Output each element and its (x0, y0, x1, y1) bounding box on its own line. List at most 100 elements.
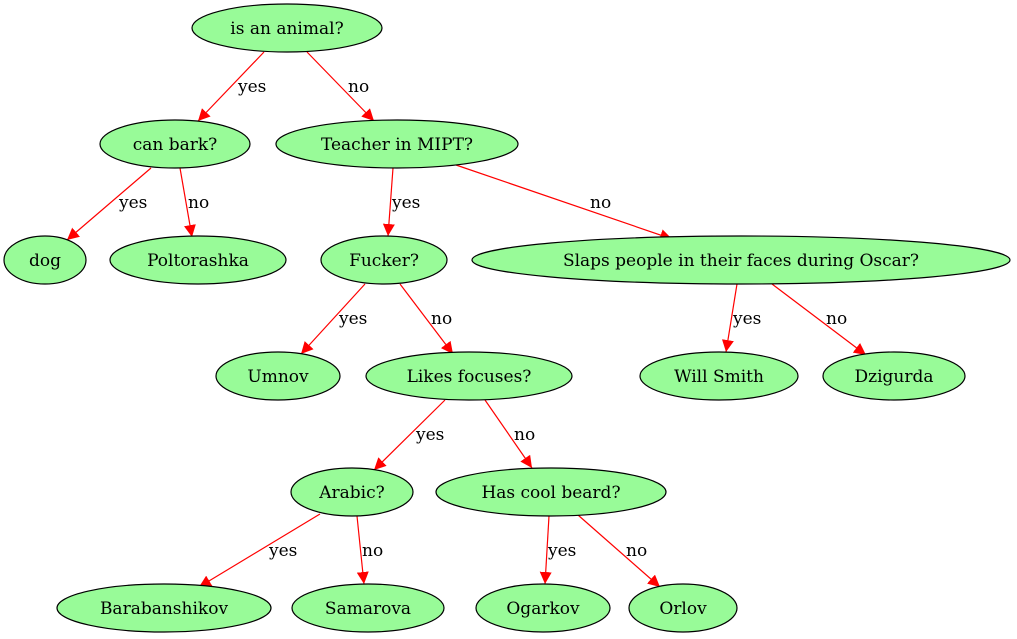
node-willsmith: Will Smith (639, 351, 799, 401)
edge-label: yes (415, 425, 444, 445)
edge-label: no (590, 193, 611, 213)
edge-fucker-to-focuses: no (399, 283, 454, 355)
node-label: Umnov (247, 367, 309, 387)
node-ellipse (320, 235, 448, 285)
node-focuses: Likes focuses? (365, 351, 573, 401)
node-label: is an animal? (230, 19, 343, 39)
edge-label: no (514, 425, 535, 445)
edge-arrow (721, 283, 738, 353)
edge-arrow (356, 515, 369, 585)
node-label: Slaps people in their faces during Oscar… (563, 251, 919, 271)
node-ellipse (475, 583, 611, 633)
edge-animal-to-mipt: no (306, 51, 375, 122)
edge-animal-to-bark: yes (197, 51, 266, 122)
edge-beard-to-ogarkov: yes (539, 515, 576, 585)
node-fucker: Fucker? (320, 235, 448, 285)
edge-label: yes (547, 541, 576, 561)
edge-arrow (197, 51, 265, 122)
node-ellipse (290, 467, 414, 517)
edge-label: no (188, 193, 209, 213)
edge-label: no (348, 77, 369, 97)
edge-label: no (362, 541, 383, 561)
edge-label: yes (118, 193, 147, 213)
node-label: Samarova (325, 599, 411, 619)
node-ellipse (639, 351, 799, 401)
node-ellipse (275, 119, 519, 169)
edge-label: no (826, 309, 847, 329)
edge-mipt-to-fucker: yes (382, 167, 420, 237)
node-slaps: Slaps people in their faces during Oscar… (471, 235, 1011, 285)
node-label: Has cool beard? (481, 483, 620, 503)
node-label: Barabanshikov (100, 599, 229, 619)
node-ellipse (191, 3, 383, 53)
edge-arrow (382, 167, 395, 237)
node-label: dog (29, 251, 61, 271)
edge-label: no (431, 309, 452, 329)
node-poltorashka: Poltorashka (109, 235, 287, 285)
edge-arrow (771, 283, 867, 356)
node-umnov: Umnov (215, 351, 341, 401)
node-ellipse (471, 235, 1011, 285)
node-dzigurda: Dzigurda (822, 351, 966, 401)
node-ellipse (365, 351, 573, 401)
edge-focuses-to-beard: no (484, 399, 535, 469)
edge-mipt-to-slaps: no (455, 164, 673, 241)
node-samarova: Samarova (291, 583, 445, 633)
edge-bark-to-poltorashka: no (179, 167, 209, 238)
node-label: Orlov (659, 599, 707, 619)
node-arabic: Arabic? (290, 467, 414, 517)
edge-arrow (373, 399, 446, 471)
edge-arrow (577, 514, 661, 588)
edge-arrow (484, 399, 533, 469)
node-beard: Has cool beard? (435, 467, 667, 517)
edge-arrow (66, 167, 152, 241)
node-label: Fucker? (349, 251, 419, 271)
edge-arabic-to-samarova: no (356, 515, 383, 585)
node-ellipse (3, 235, 87, 285)
edge-label: no (626, 541, 647, 561)
node-ellipse (215, 351, 341, 401)
node-bark: can bark? (99, 119, 251, 169)
node-label: Arabic? (318, 483, 385, 503)
edge-label: yes (237, 77, 266, 97)
edge-arrow (300, 283, 366, 355)
node-barabanshikov: Barabanshikov (56, 583, 272, 633)
node-orlov: Orlov (628, 583, 738, 633)
node-label: Poltorashka (147, 251, 249, 271)
edge-arrow (455, 164, 673, 241)
edge-slaps-to-willsmith: yes (721, 283, 761, 353)
node-ellipse (56, 583, 272, 633)
edge-fucker-to-umnov: yes (300, 283, 367, 355)
edge-slaps-to-dzigurda: no (771, 283, 867, 356)
node-ogarkov: Ogarkov (475, 583, 611, 633)
node-label: Likes focuses? (407, 367, 532, 387)
edge-arrow (198, 513, 321, 588)
node-label: Will Smith (674, 367, 764, 387)
node-label: Ogarkov (506, 599, 580, 619)
node-label: Dzigurda (855, 367, 934, 387)
node-ellipse (628, 583, 738, 633)
node-ellipse (291, 583, 445, 633)
nodes-layer: is an animal? can bark? Teacher in MIPT? do… (3, 3, 1011, 633)
edge-arrow (399, 283, 454, 355)
edge-label: yes (391, 193, 420, 213)
node-label: can bark? (133, 135, 218, 155)
edge-arabic-to-barabanshikov: yes (198, 513, 321, 588)
edge-arrow (179, 167, 196, 238)
edge-label: yes (268, 541, 297, 561)
edge-label: yes (338, 309, 367, 329)
node-ellipse (109, 235, 287, 285)
edge-bark-to-dog: yes (66, 167, 152, 241)
node-ellipse (99, 119, 251, 169)
node-ellipse (822, 351, 966, 401)
edge-focuses-to-arabic: yes (373, 399, 446, 471)
edges-layer: yes no yes no yes no yes no yes no yes no yes no yes no (66, 51, 867, 588)
edge-arrow (306, 51, 375, 122)
node-mipt: Teacher in MIPT? (275, 119, 519, 169)
node-animal: is an animal? (191, 3, 383, 53)
node-dog: dog (3, 235, 87, 285)
node-ellipse (435, 467, 667, 517)
edge-label: yes (732, 309, 761, 329)
node-label: Teacher in MIPT? (321, 135, 473, 155)
